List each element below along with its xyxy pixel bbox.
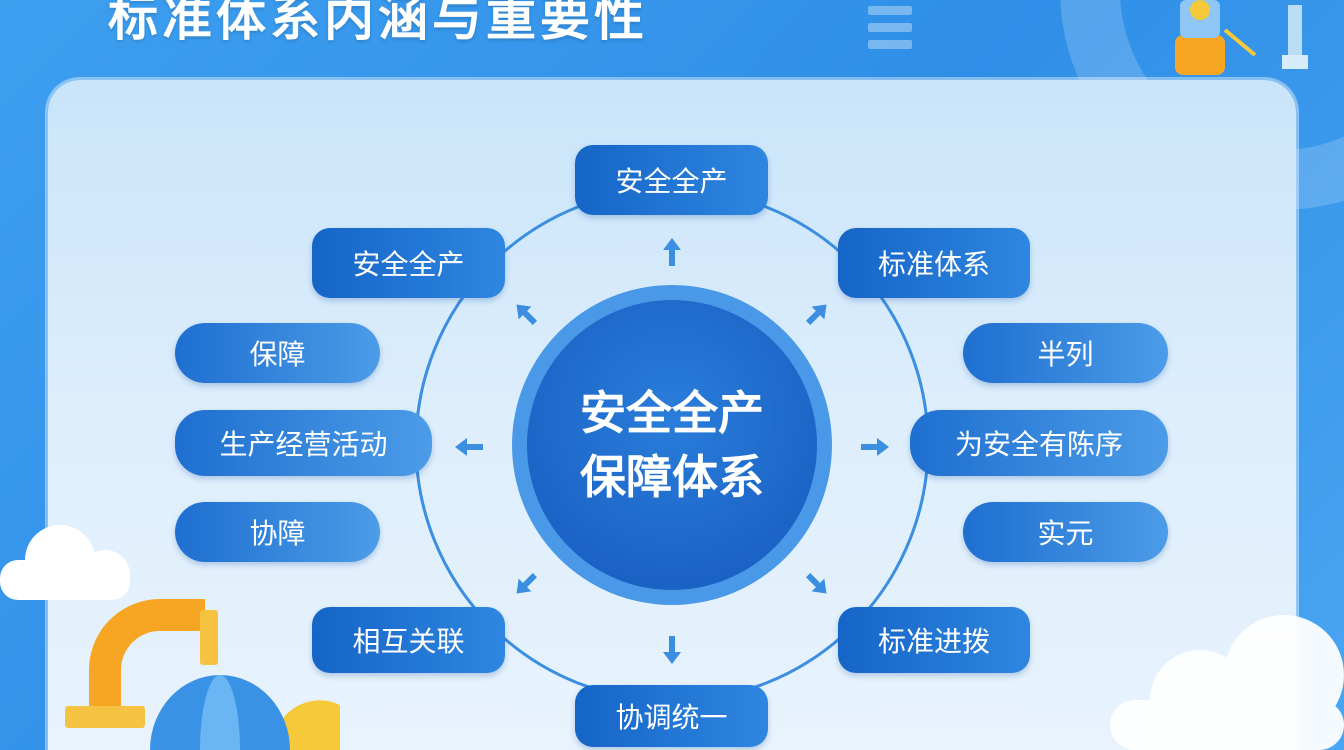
arrow-up-right-icon xyxy=(805,304,827,326)
arrow-down-left-icon xyxy=(516,572,538,594)
center-line-1: 安全全产 xyxy=(580,386,764,440)
arrow-left-icon xyxy=(455,438,483,456)
cloud-right-icon xyxy=(1110,615,1344,750)
page-title: 标准体系内涵与重要性 xyxy=(108,0,648,47)
node-left-2: 生产经营活动 xyxy=(175,410,432,476)
node-bottom-left: 相互关联 xyxy=(312,607,505,673)
node-top: 安全全产 xyxy=(575,145,768,215)
center-node: 安全全产 保障体系 xyxy=(512,285,832,605)
node-bottom: 协调统一 xyxy=(575,685,768,747)
center-line-2: 保障体系 xyxy=(580,450,764,504)
node-right-3: 实元 xyxy=(963,502,1168,562)
node-right-1: 半列 xyxy=(963,323,1168,383)
node-bottom-right: 标准进拨 xyxy=(838,607,1030,673)
arrow-right-icon xyxy=(861,438,889,456)
menu-lines-decoration xyxy=(868,6,912,57)
arrow-down-icon xyxy=(663,636,681,664)
node-left-1: 保障 xyxy=(175,323,380,383)
node-right-2: 为安全有陈序 xyxy=(910,410,1168,476)
arrows xyxy=(455,238,889,664)
helmet-icon xyxy=(150,675,340,750)
pipe-icon xyxy=(65,599,218,728)
node-left-3: 协障 xyxy=(175,502,380,562)
cloud-left-icon xyxy=(0,525,130,600)
arrow-up-icon xyxy=(663,238,681,266)
node-top-left: 安全全产 xyxy=(312,228,505,298)
node-top-right: 标准体系 xyxy=(838,228,1030,298)
arrow-down-right-icon xyxy=(805,572,827,594)
arrow-up-left-icon xyxy=(516,304,538,326)
